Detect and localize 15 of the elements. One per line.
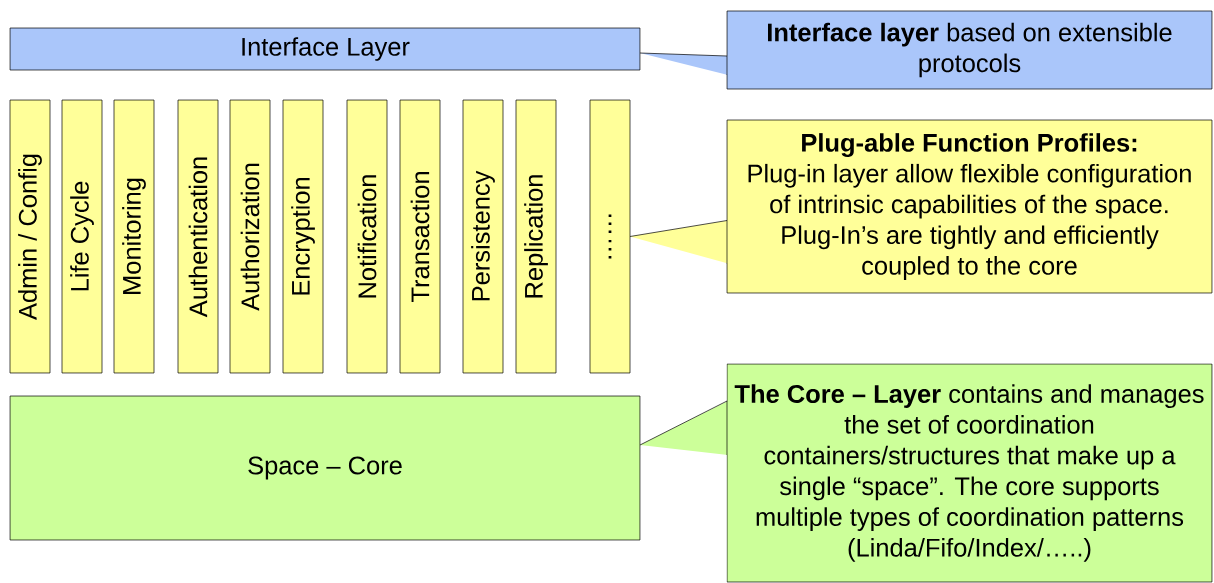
layer-box: Interface Layer xyxy=(9,27,641,71)
plugin-box: Encryption xyxy=(282,99,324,374)
callout-box: Interface layer based on extensible protocols xyxy=(640,10,1213,90)
callout-box: Plug-able Function Profiles: Plug-in layer allow flexible configuration of intrinsic capabilities of the space. Plug-In’s are tightly and efficiently coupled to the core xyxy=(630,119,1213,294)
plugin-box: Authentication xyxy=(177,99,219,374)
layer-box: Space – Core xyxy=(9,395,641,541)
plugin-box: Life Cycle xyxy=(61,99,103,374)
callout-box: The Core – Layer contains and manages the set of coordination containers/structures that make up a single “space”. The core supports multiple types of coordination patterns (Linda/Fifo/Index/…..) xyxy=(640,363,1213,583)
plugin-box: Authorization xyxy=(229,99,271,374)
plugin-box: Transaction xyxy=(399,99,441,374)
plugin-box: Notification xyxy=(346,99,388,374)
plugin-box: Replication xyxy=(515,99,557,374)
plugin-box: Monitoring xyxy=(113,99,155,374)
plugin-box: Persistency xyxy=(462,99,504,374)
plugin-box: Admin / Config xyxy=(9,99,51,374)
